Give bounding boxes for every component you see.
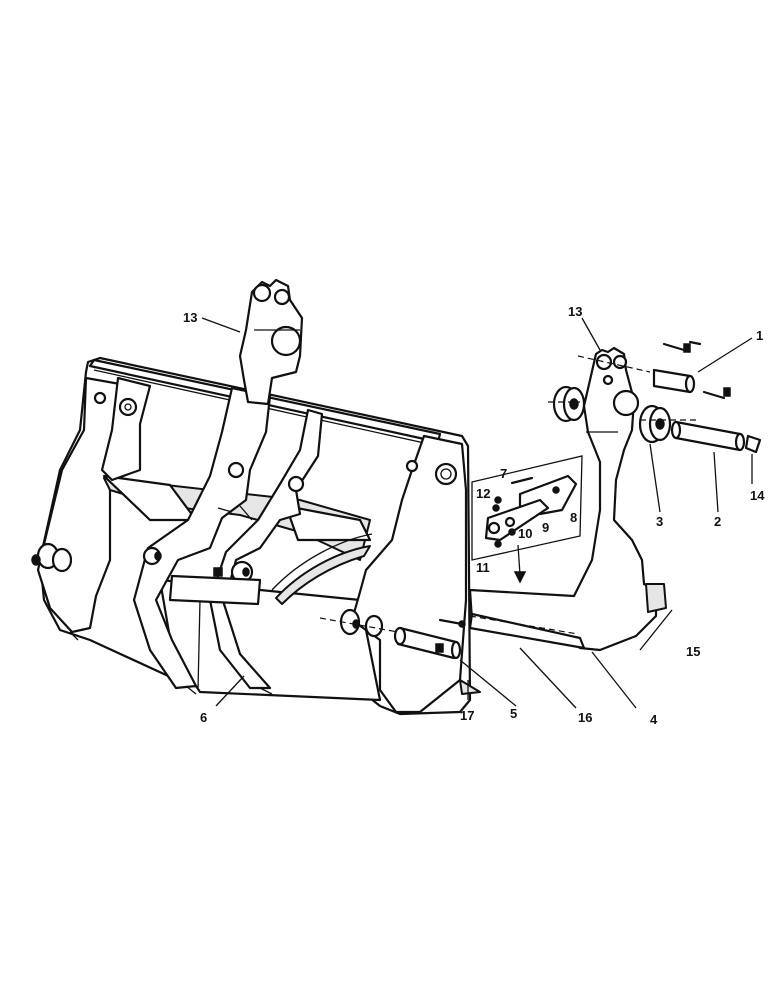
callout-6: 6	[200, 710, 207, 725]
callout-16: 16	[578, 710, 592, 725]
callout-7: 7	[500, 466, 507, 481]
pin-lower	[319, 617, 466, 660]
pin-hardware	[548, 340, 762, 454]
bucket-tooth	[459, 679, 481, 695]
tooth-inset	[471, 455, 583, 561]
callout-8: 8	[570, 510, 577, 525]
lift-arm-left	[238, 278, 304, 406]
callout-13-left: 13	[183, 310, 197, 325]
callout-13-right: 13	[568, 304, 582, 319]
callout-15: 15	[686, 644, 700, 659]
bucket-assembly	[31, 356, 472, 716]
callout-11: 11	[476, 560, 490, 575]
callout-9: 9	[542, 520, 549, 535]
callout-3: 3	[656, 514, 663, 529]
callout-2: 2	[714, 514, 721, 529]
callout-12: 12	[476, 486, 490, 501]
callout-5: 5	[510, 706, 517, 721]
callout-1: 1	[756, 328, 763, 343]
callout-4: 4	[650, 712, 658, 727]
callout-14: 14	[750, 488, 765, 503]
leader-lines	[201, 317, 753, 709]
callout-10: 10	[518, 526, 532, 541]
callout-labels: 1 2 3 4 5 6 7 8 9 10 11 12 13 13 14 15 1…	[183, 304, 765, 727]
callout-17: 17	[460, 708, 474, 723]
